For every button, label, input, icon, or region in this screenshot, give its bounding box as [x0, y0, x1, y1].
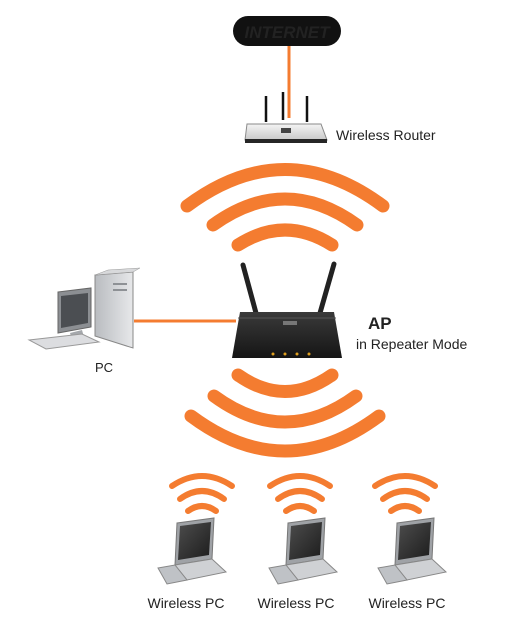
wireless-pc-1: Wireless PC	[147, 473, 235, 611]
wireless-router-icon	[244, 92, 328, 143]
ap-signal-upper-icon	[180, 163, 390, 252]
wireless-pc-label: Wireless PC	[147, 595, 224, 611]
laptop-signal-icon	[267, 473, 333, 514]
laptop-signal-icon	[372, 473, 438, 514]
desktop-pc-icon	[27, 267, 141, 350]
wireless-pc-label: Wireless PC	[368, 595, 445, 611]
internet-cloud: INTERNET	[233, 16, 341, 46]
pc-label: PC	[95, 360, 113, 375]
internet-label: INTERNET	[245, 23, 332, 42]
access-point-icon	[232, 261, 342, 358]
wireless-pc-3: Wireless PC	[368, 473, 448, 611]
laptop-icon	[157, 517, 228, 585]
wireless-pc-label: Wireless PC	[257, 595, 334, 611]
laptop-icon	[377, 517, 448, 585]
ap-subtitle: in Repeater Mode	[356, 336, 468, 352]
router-label: Wireless Router	[336, 127, 436, 143]
laptop-signal-icon	[169, 473, 235, 514]
wireless-pc-2: Wireless PC	[257, 473, 339, 611]
ap-signal-lower-icon	[184, 368, 386, 458]
laptop-icon	[268, 517, 339, 585]
ap-title: AP	[368, 314, 392, 333]
